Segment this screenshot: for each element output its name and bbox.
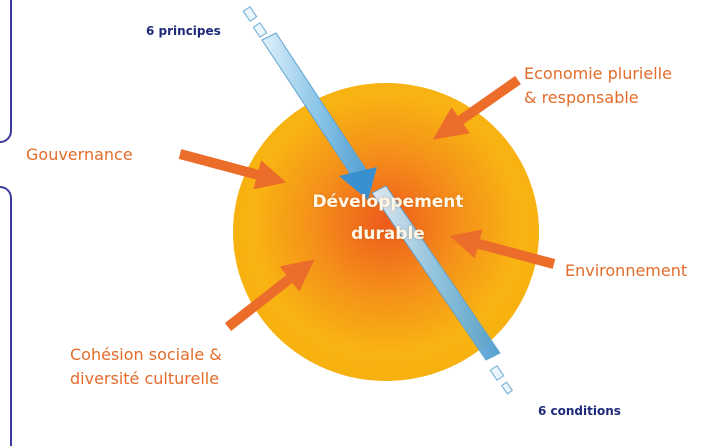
axis-dash-bottom bbox=[489, 364, 505, 382]
axis-arrow-upper bbox=[339, 167, 377, 200]
diagram-canvas bbox=[178, 5, 556, 395]
arrow-economy bbox=[432, 75, 521, 140]
label-economy-line2: & responsable bbox=[524, 88, 639, 107]
arrow-governance bbox=[178, 149, 287, 190]
left-frame-bottom bbox=[0, 186, 12, 446]
center-title-line2: durable bbox=[351, 224, 425, 244]
label-social: Cohésion sociale & diversité culturelle bbox=[70, 343, 222, 391]
principles-axis-bar bbox=[242, 5, 514, 395]
label-economy: Economie plurielle & responsable bbox=[524, 62, 672, 110]
axis-dash-top-2 bbox=[252, 21, 268, 39]
axis-label-principles: 6 principes bbox=[146, 24, 221, 38]
axis-label-conditions: 6 conditions bbox=[538, 404, 621, 418]
label-governance: Gouvernance bbox=[26, 145, 133, 164]
axis-dash-top bbox=[242, 5, 258, 23]
center-title-line1: Développement bbox=[312, 192, 464, 212]
label-environment: Environnement bbox=[565, 261, 688, 280]
center-title: Développement durable bbox=[268, 186, 508, 250]
label-social-line2: diversité culturelle bbox=[70, 369, 220, 388]
arrow-environment bbox=[449, 229, 556, 269]
axis-dash-bottom-2 bbox=[500, 381, 514, 395]
arrow-social bbox=[224, 259, 315, 331]
axis-bar-lower bbox=[371, 185, 501, 361]
label-social-line1: Cohésion sociale & bbox=[70, 345, 222, 364]
label-economy-line1: Economie plurielle bbox=[524, 64, 672, 83]
